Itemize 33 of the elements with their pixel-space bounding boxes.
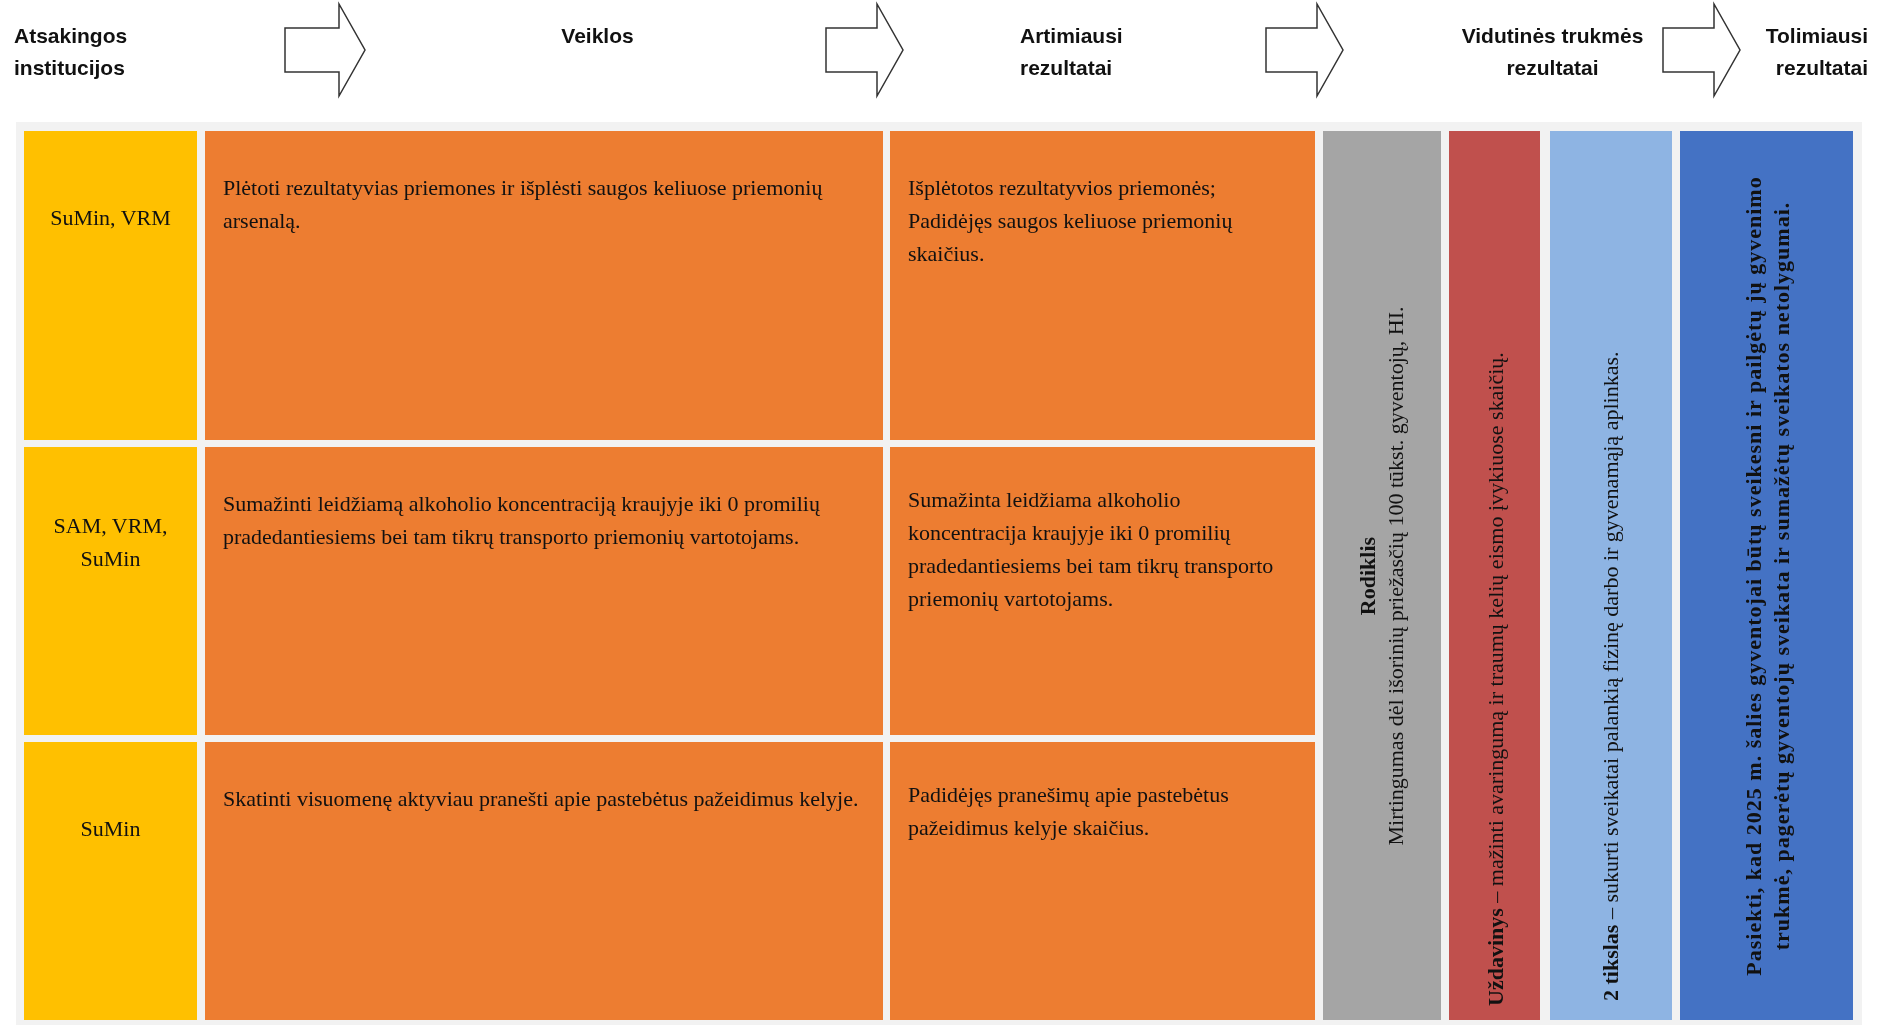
- table-cell: [205, 742, 883, 1020]
- cell-text: Padidėjęs pranešimų apie pastebėtus pažeidimus kelyje skaičius.: [908, 781, 1230, 842]
- cell-text: Išplėtotos rezultatyvios priemonės;: [908, 174, 1217, 202]
- table-cell: [205, 447, 883, 735]
- band-text: Mirtingumas dėl išorinių priežasčių 100 tūkst. gyventojų, HI.: [1382, 305, 1409, 847]
- cell-text: Sumažinti leidžiamą alkoholio koncentraciją kraujyje iki 0 promilių pradedantiesiems bei tam tikrų transporto priemonių vartotojams.: [223, 490, 821, 551]
- column-header: Atsakingos institucijos: [14, 23, 129, 81]
- column-header: Tolimiausi rezultatai: [1764, 23, 1868, 81]
- cell-text: SuMin: [79, 815, 142, 843]
- table-cell: [890, 447, 1315, 735]
- cell-text: Plėtoti rezultatyvias priemones ir išplėsti saugos keliuose priemonių arsenalą.: [223, 174, 824, 235]
- band-heading: Rodiklis: [1354, 535, 1381, 617]
- cell-text: SuMin, VRM: [49, 204, 172, 232]
- column-header: Vidutinės trukmės rezultatai: [1460, 23, 1645, 81]
- vertical-band: [1550, 131, 1672, 1020]
- vertical-band: [1680, 131, 1853, 1020]
- band-text: 2 tikslas – sukurti sveikatai palankią fizinę darbo ir gyvenamąją aplinkas.: [1597, 350, 1624, 1001]
- band-text: Uždavinys – mažinti avaringumą ir traumų kelių eismo įvykiuose skaičių.: [1480, 350, 1509, 1006]
- table-cell: [890, 131, 1315, 440]
- vertical-band: [1323, 131, 1441, 1020]
- cell-text: Sumažinta leidžiama alkoholio koncentracija kraujyje iki 0 promilių pradedantiesiems bei tam tikrų transporto priemonių vartotojams.: [908, 486, 1275, 613]
- cell-text: SAM, VRM, SuMin: [52, 512, 169, 573]
- table-cell: [205, 131, 883, 440]
- column-header: Artimiausi rezultatai: [1020, 23, 1124, 81]
- vertical-band: [1449, 131, 1540, 1020]
- band-text: Pasiekti, kad 2025 m. šalies gyventojai būtų sveikesni ir pailgėtų jų gyvenimo trukmė, pagerėtų gyventojų sveikata ir sumažėtų sveikatos netolygumai.: [1738, 174, 1795, 978]
- table-cell: [24, 447, 197, 735]
- column-header: Veiklos: [560, 23, 635, 49]
- cell-text: Padidėjęs saugos keliuose priemonių skaičius.: [908, 207, 1234, 268]
- cell-text: Skatinti visuomenę aktyviau pranešti apie pastebėtus pažeidimus kelyje.: [223, 785, 860, 813]
- table-cell: [24, 131, 197, 440]
- table-cell: [890, 742, 1315, 1020]
- table-cell: [24, 742, 197, 1020]
